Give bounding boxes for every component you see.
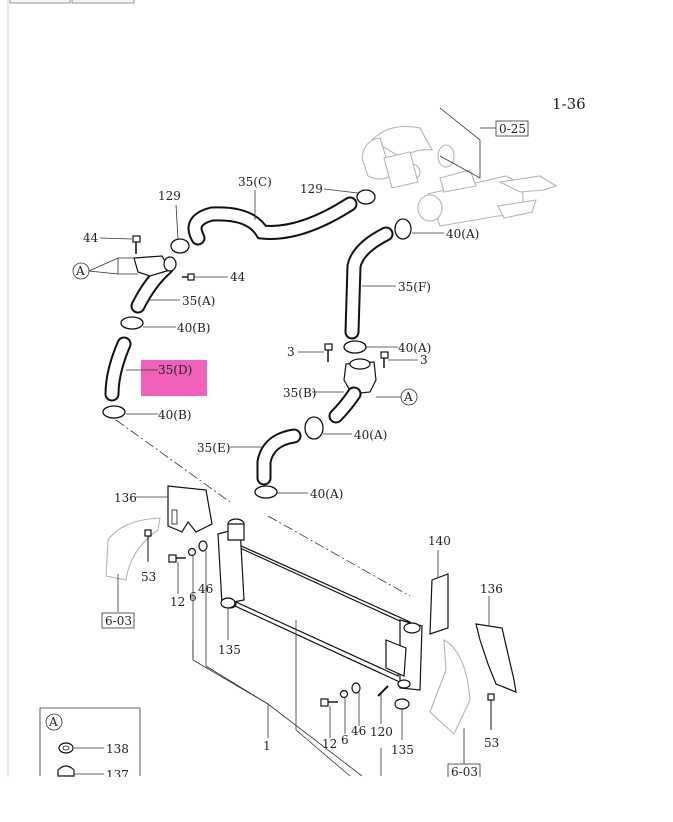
grommet-46-right	[351, 682, 361, 694]
ref-0-25-callout: 0-25	[439, 107, 529, 179]
grommet-135-left	[220, 597, 236, 609]
label-12-right: 12	[322, 737, 337, 751]
ghost-intake-parts	[361, 125, 558, 227]
label-35E: 35(E)	[197, 441, 230, 455]
pad-140	[429, 573, 449, 635]
detail-item-138: 138	[106, 742, 129, 756]
detail-box-A: A 138 137	[39, 707, 141, 782]
label-6-right: 6	[341, 733, 349, 747]
label-44-right: 44	[230, 270, 246, 284]
detail-A-label: A	[48, 715, 58, 729]
label-53-left: 53	[141, 570, 156, 584]
bolt-44-right	[182, 273, 195, 281]
hose-35C	[187, 196, 358, 246]
tab-1[interactable]	[9, 0, 71, 4]
label-35F: 35(F)	[398, 280, 431, 294]
label-A-left: A	[75, 264, 85, 278]
label-3-right: 3	[420, 353, 428, 367]
label-6-left: 6	[189, 590, 197, 604]
page-number: 1-36	[552, 95, 586, 113]
label-136-left: 136	[114, 491, 137, 505]
label-46-left: 46	[198, 582, 213, 596]
label-44-left: 44	[83, 231, 99, 245]
bracket-136-right	[475, 623, 517, 693]
clamp-129-left	[170, 238, 190, 254]
fastener-12-right	[320, 698, 338, 707]
clamp-40A-top	[394, 218, 412, 240]
bracket-136-left	[167, 485, 213, 533]
label-40A-lower: 40(A)	[354, 428, 387, 442]
hose-35E	[256, 428, 302, 486]
bolt-53-left	[144, 529, 152, 562]
clamp-129-right	[356, 189, 376, 205]
label-129-left: 129	[158, 189, 181, 203]
label-40A-top: 40(A)	[446, 227, 479, 241]
label-35C: 35(C)	[238, 175, 272, 189]
bolt-3-left	[324, 343, 333, 362]
ghost-panel-right	[429, 639, 471, 735]
ref-0-25-label: 0-25	[499, 122, 526, 136]
intercooler	[217, 518, 423, 691]
grommet-137	[57, 765, 75, 777]
bolt-44-left	[132, 235, 141, 254]
detail-A-circle	[45, 713, 63, 731]
label-40A-bottom: 40(A)	[310, 487, 343, 501]
label-136-right: 136	[480, 582, 503, 596]
label-6-03-left: 6-03	[105, 614, 132, 628]
clamp-40A-bottom	[254, 485, 278, 499]
label-35D: 35(D)	[158, 363, 192, 377]
bolt-3-right	[380, 351, 389, 368]
pipe-35A	[130, 255, 177, 314]
washer-6-left	[187, 547, 197, 557]
label-40A-mid: 40(A)	[398, 341, 431, 355]
label-120: 120	[370, 725, 393, 739]
clamp-40B-top	[120, 316, 144, 330]
label-140: 140	[428, 534, 451, 548]
label-46-right: 46	[351, 724, 366, 738]
fastener-12-left	[168, 554, 186, 563]
label-6-03-right: 6-03	[451, 765, 478, 779]
label-35A: 35(A)	[182, 294, 215, 308]
label-3-left: 3	[287, 345, 295, 359]
label-135-right: 135	[391, 743, 414, 757]
washer-6-right	[339, 689, 349, 699]
bolt-53-right	[487, 693, 495, 730]
pin-120	[377, 685, 389, 697]
label-35B: 35(B)	[283, 386, 316, 400]
grommet-135-right	[394, 698, 410, 710]
label-40B-top: 40(B)	[177, 321, 210, 335]
ref-6-03-left	[101, 612, 135, 629]
label-53-right: 53	[484, 736, 499, 750]
label-1: 1	[263, 739, 271, 753]
clamp-40A-lower	[304, 416, 324, 440]
leaders-part-1	[192, 620, 382, 777]
grommet-46-left	[198, 540, 208, 552]
pipe-35B	[328, 358, 377, 424]
clamp-40B-bottom	[102, 405, 126, 419]
label-A-right: A	[403, 390, 413, 404]
label-129-right: 129	[300, 182, 323, 196]
label-12-left: 12	[170, 595, 185, 609]
clamp-40A-mid	[343, 340, 367, 354]
highlight-35D[interactable]	[141, 360, 207, 396]
hose-35D	[104, 336, 132, 402]
label-40B-bottom: 40(B)	[158, 408, 191, 422]
tab-2[interactable]	[71, 0, 135, 4]
align-line-right	[267, 515, 411, 597]
align-line-left	[115, 419, 231, 503]
bottom-crop	[0, 777, 673, 822]
label-135-left: 135	[218, 643, 241, 657]
hose-35F	[344, 226, 394, 340]
